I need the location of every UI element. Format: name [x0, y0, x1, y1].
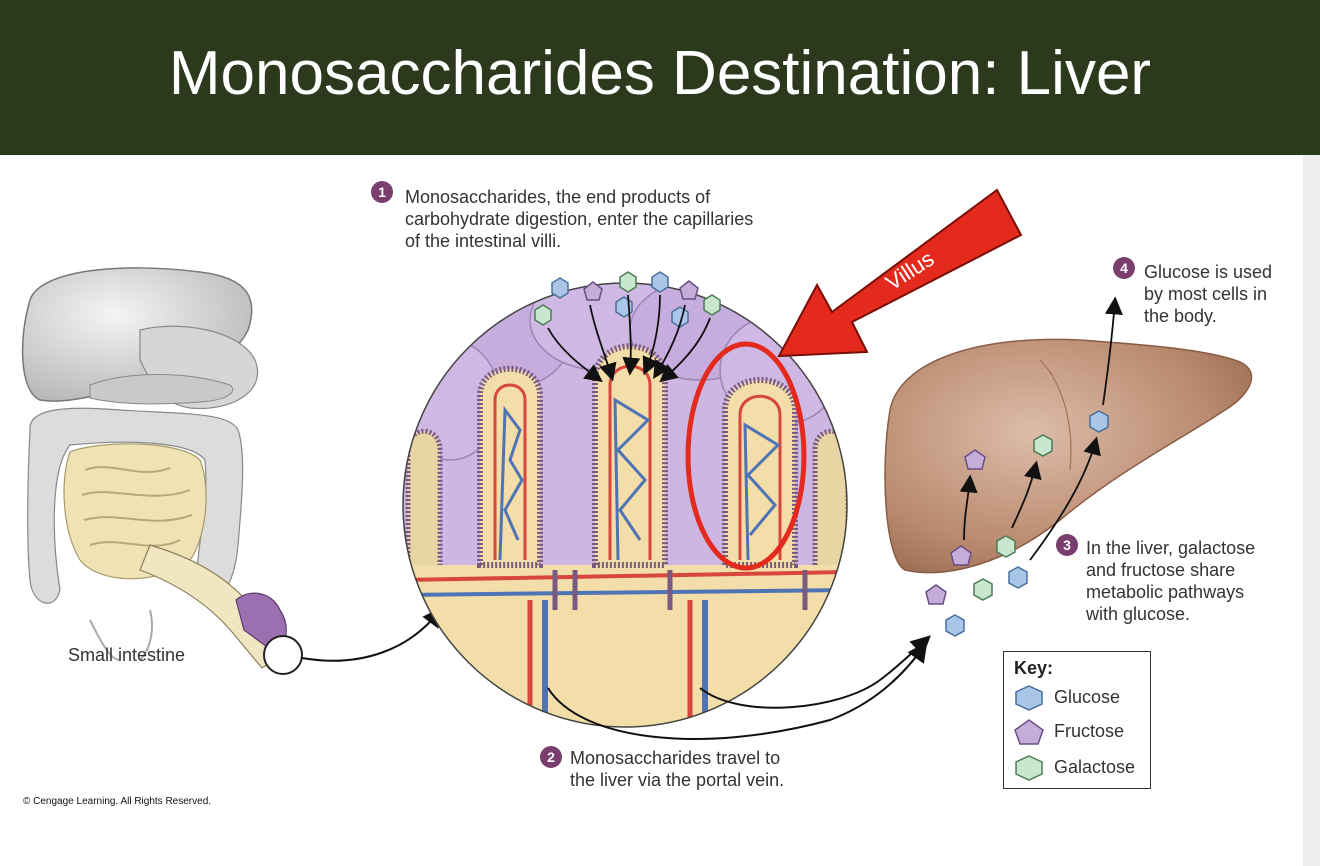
step-1-line: of the intestinal villi.: [405, 231, 562, 251]
fructose-molecule: [679, 280, 699, 300]
step-4-line: the body.: [1144, 306, 1217, 326]
arrow-intestine-to-villi: [301, 606, 443, 662]
liver-illustration: [884, 338, 1253, 574]
step-3-text: In the liver, galactose and fructose sha…: [1086, 537, 1255, 625]
glucose-molecule: [1008, 566, 1028, 589]
step-3-line: In the liver, galactose: [1086, 538, 1256, 558]
galactose-molecule: [1033, 434, 1053, 457]
galactose-icon: [1015, 755, 1043, 781]
step-2-badge: 2: [540, 746, 562, 768]
digestive-organs-illustration: [21, 267, 303, 675]
right-edge-strip: [1303, 155, 1320, 866]
fructose-molecule: [925, 584, 947, 605]
fructose-molecule: [950, 545, 972, 566]
step-2-line: the liver via the portal vein.: [570, 770, 785, 790]
fructose-icon: [1014, 719, 1044, 745]
glucose-molecule: [945, 614, 965, 637]
galactose-molecule: [996, 535, 1016, 558]
villi-magnified-view: [402, 271, 848, 728]
key-label: Galactose: [1054, 757, 1136, 777]
intestine-lumen-circle: [263, 635, 303, 675]
page-title: Monosaccharides Destination: Liver: [168, 39, 1152, 108]
step-2-text: Monosaccharides travel to the liver via …: [570, 747, 784, 791]
villus-callout-arrow: [777, 188, 1023, 358]
step-1-line: Monosaccharides, the end products of: [405, 187, 711, 207]
glucose-molecule: [1089, 410, 1109, 433]
key-legend: Key: Glucose Fructose Galactose: [1003, 651, 1151, 789]
liver-molecules: [925, 410, 1109, 637]
pancreas-gray: [89, 374, 234, 405]
villus-center: [592, 343, 668, 568]
glucose-molecule: [551, 277, 569, 299]
portal-vein-arrow-1: [547, 641, 928, 740]
villus-right: [722, 377, 798, 568]
portal-vein-arrow-2: [699, 635, 931, 709]
key-label: Glucose: [1054, 687, 1121, 707]
liver-arrows: [959, 296, 1123, 561]
step-3-badge: 3: [1056, 534, 1078, 556]
copyright-notice: © Cengage Learning. All Rights Reserved.: [23, 796, 212, 807]
key-title: Key:: [1014, 658, 1054, 678]
step-4-line: Glucose is used: [1144, 262, 1273, 282]
step-4-badge: 4: [1113, 257, 1135, 279]
title-bar: Monosaccharides Destination: Liver: [0, 0, 1320, 155]
step-2-line: Monosaccharides travel to: [570, 748, 781, 768]
villus-edge-left: [405, 428, 443, 565]
fructose-molecule: [583, 281, 603, 301]
villus-highlight-circle: [685, 341, 807, 571]
step-1-text: Monosaccharides, the end products of car…: [405, 186, 753, 252]
fructose-molecule: [964, 449, 986, 470]
galactose-molecule: [973, 578, 993, 601]
step-4-line: by most cells in: [1144, 284, 1268, 304]
glucose-icon: [1015, 685, 1043, 711]
galactose-molecule: [619, 271, 637, 293]
step-3-line: and fructose share: [1086, 560, 1236, 580]
glucose-molecule: [651, 271, 669, 293]
step-1-badge: 1: [371, 181, 393, 203]
galactose-molecule: [534, 304, 552, 326]
key-label: Fructose: [1054, 721, 1125, 741]
villus-edge-right: [812, 428, 847, 565]
galactose-molecule: [703, 294, 721, 316]
small-intestine-label: Small intestine: [68, 645, 186, 665]
step-3-line: with glucose.: [1086, 604, 1191, 624]
absorption-arrows: [547, 294, 711, 383]
monosaccharide-molecules: [534, 271, 721, 328]
step-1-line: carbohydrate digestion, enter the capill…: [405, 209, 754, 229]
step-3-line: metabolic pathways: [1086, 582, 1245, 602]
step-4-text: Glucose is used by most cells in the bod…: [1144, 261, 1272, 327]
villus-left: [477, 365, 543, 568]
